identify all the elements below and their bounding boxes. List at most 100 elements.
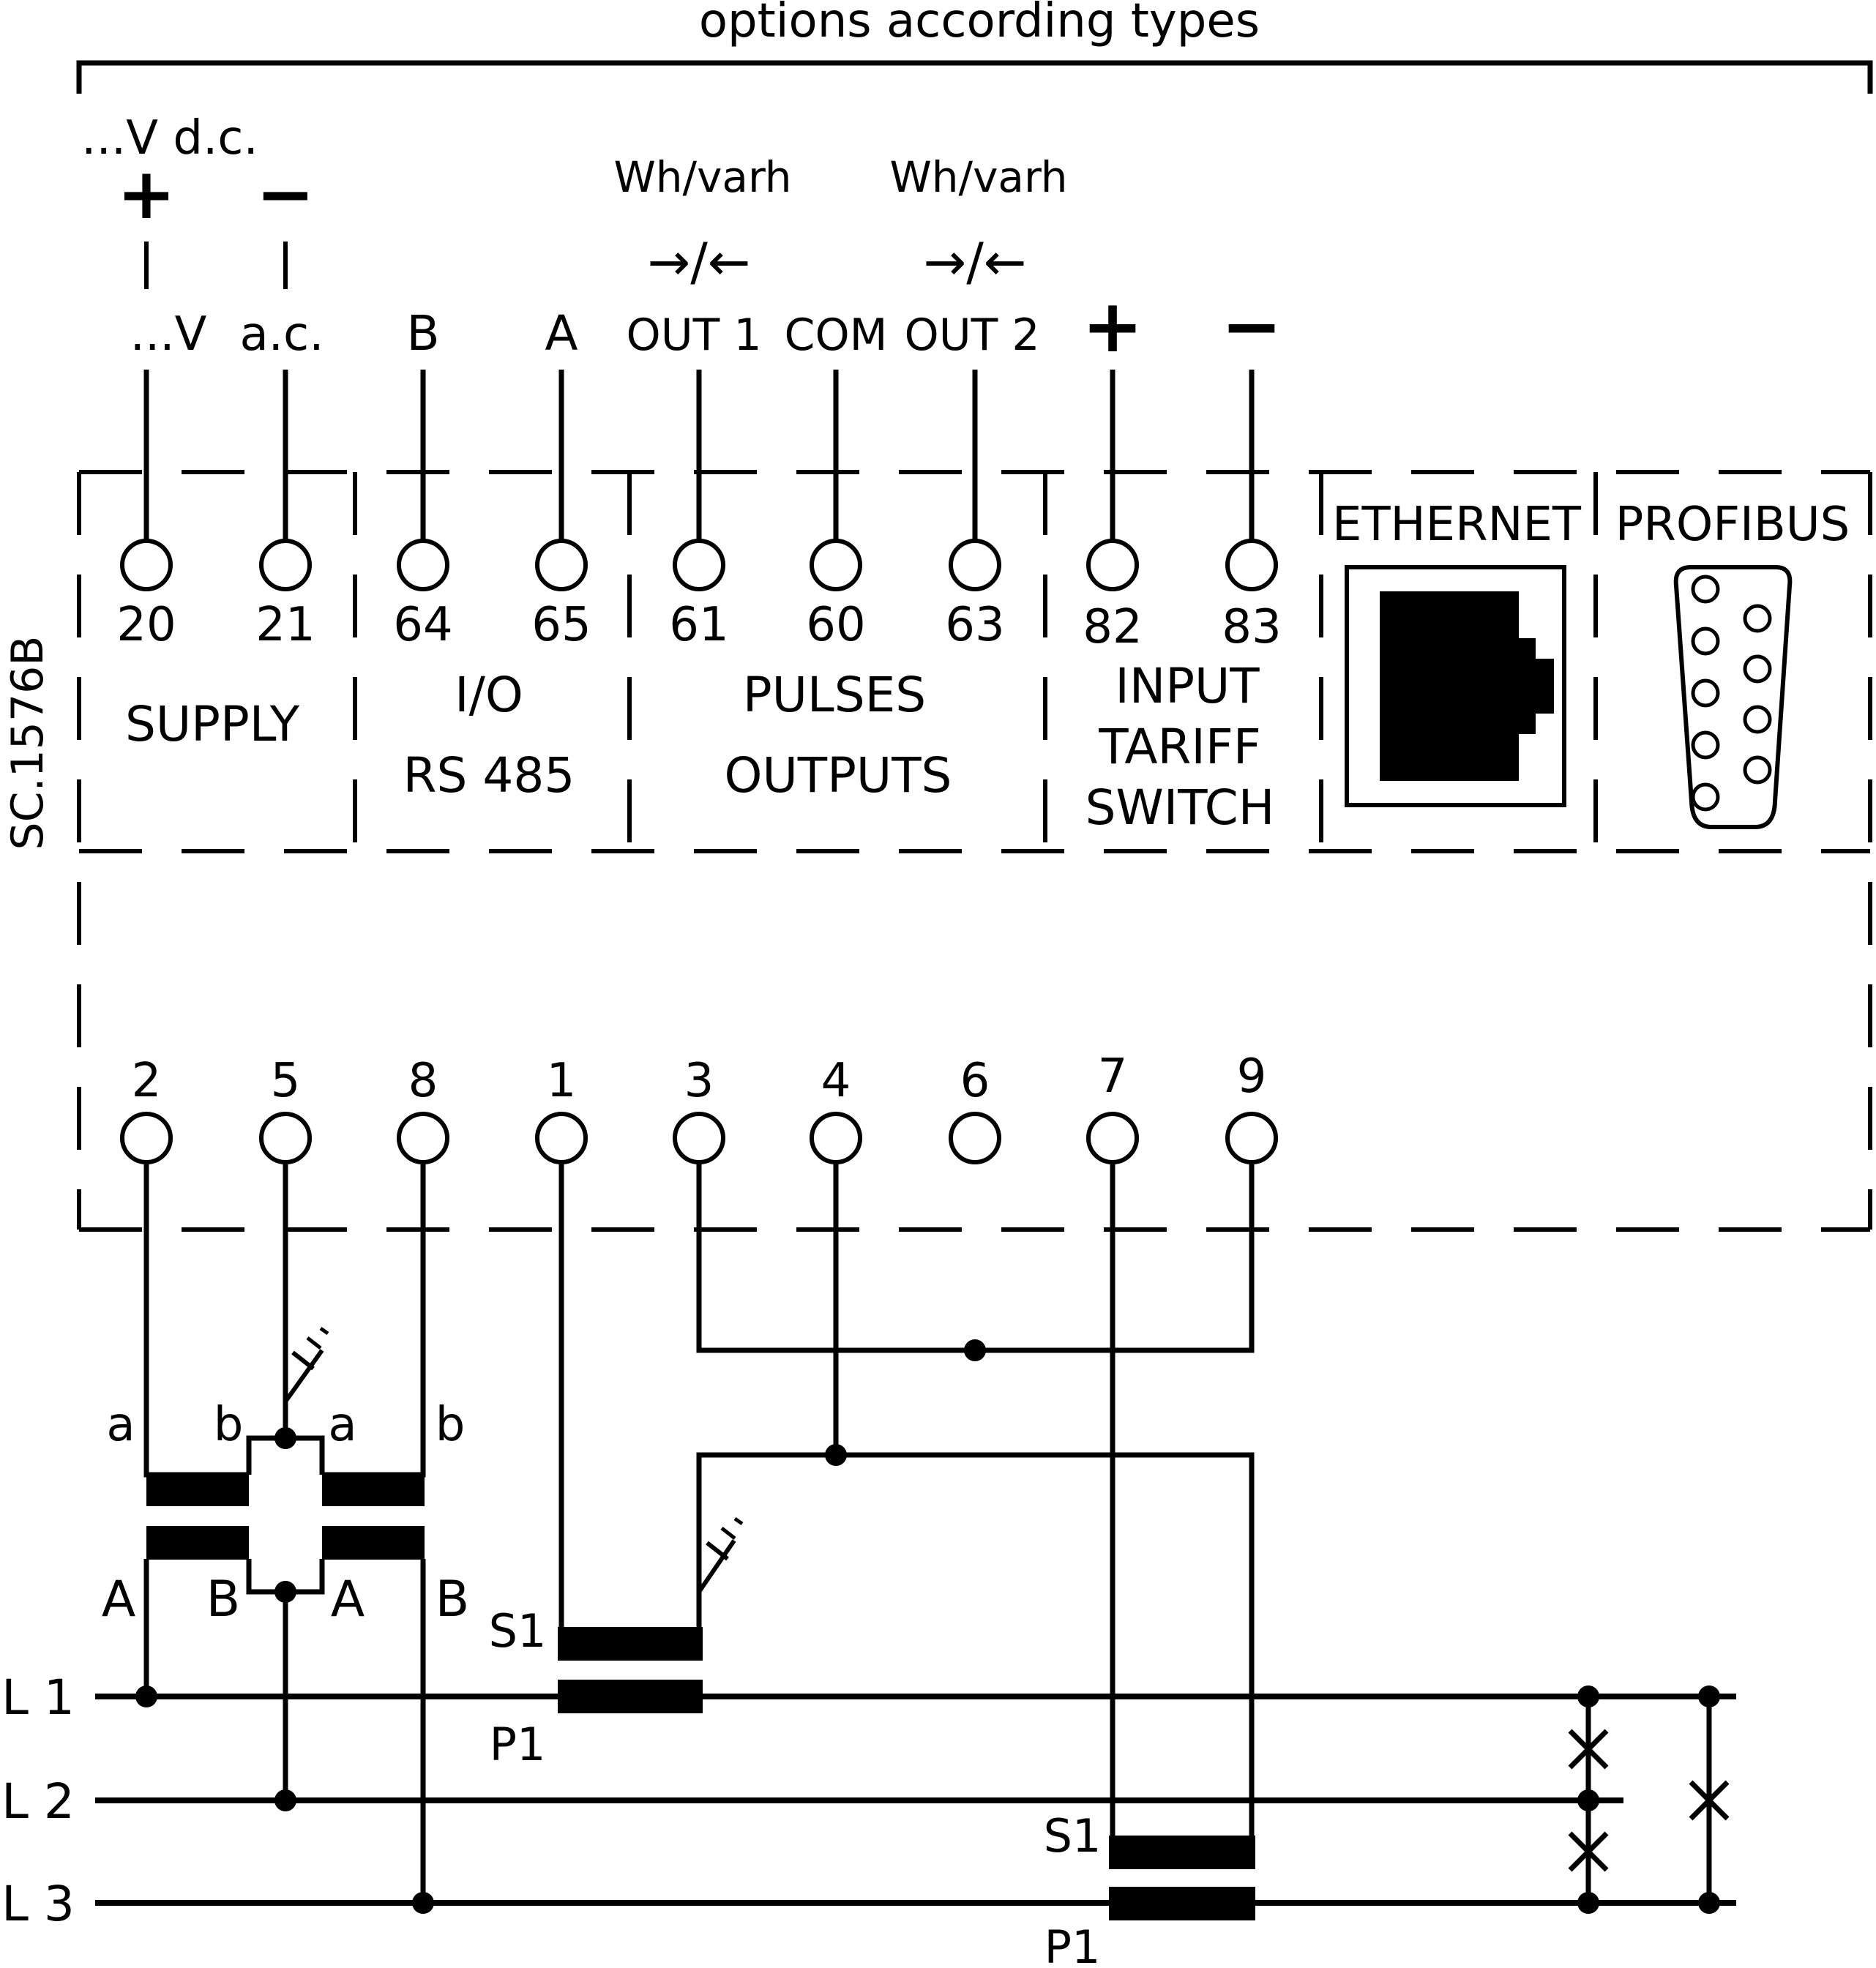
terminal-number: 2 bbox=[132, 1054, 162, 1108]
vt2-primary-b-label: B bbox=[436, 1571, 470, 1628]
bottom-terminals bbox=[120, 1112, 1278, 1164]
ct1-s1-label: S1 bbox=[489, 1604, 547, 1658]
terminal-block-outline bbox=[77, 470, 1872, 1232]
vt1-secondary-a-label: a bbox=[106, 1398, 135, 1452]
device-type-label: SC.1576B bbox=[2, 636, 53, 850]
terminal-1 bbox=[535, 1112, 588, 1164]
supply-group-label: SUPPLY bbox=[125, 696, 300, 752]
ct1-primary-winding bbox=[558, 1680, 703, 1713]
terminal-number: 6 bbox=[960, 1054, 990, 1108]
signal-a-label: A bbox=[545, 305, 578, 362]
signal-out2-label: OUT 2 bbox=[904, 310, 1039, 361]
terminal-20 bbox=[120, 539, 173, 591]
ethernet-port-icon bbox=[1345, 565, 1566, 807]
terminal-83 bbox=[1225, 539, 1278, 591]
terminal-number: 61 bbox=[669, 598, 728, 652]
supply-ac-label-left: ...V bbox=[130, 307, 207, 362]
transformer-windings bbox=[146, 1473, 1255, 1920]
supply-dc-minus: − bbox=[256, 153, 315, 235]
top-terminal-numbers: 20 21 64 65 61 60 63 82 83 bbox=[116, 598, 1281, 654]
ct3-secondary-winding bbox=[1109, 1836, 1255, 1869]
top-terminals bbox=[120, 539, 1278, 591]
vt2-secondary-winding bbox=[322, 1473, 425, 1506]
diagram-title: options according types bbox=[699, 0, 1260, 48]
terminal-2 bbox=[120, 1112, 173, 1164]
tariff-group-label: TARIFF bbox=[1098, 719, 1261, 775]
bottom-terminal-numbers: 2 5 8 1 3 4 6 7 9 bbox=[132, 1050, 1267, 1108]
whvarh-label-2: Wh/varh bbox=[889, 152, 1067, 202]
terminal-number: 3 bbox=[684, 1054, 714, 1108]
profibus-label: PROFIBUS bbox=[1615, 498, 1850, 552]
terminal-number: 8 bbox=[408, 1054, 438, 1108]
vt1-secondary-winding bbox=[146, 1473, 249, 1506]
terminal-5 bbox=[259, 1112, 312, 1164]
whvarh-label-1: Wh/varh bbox=[613, 152, 791, 202]
terminal-21 bbox=[259, 539, 312, 591]
terminal-number: 20 bbox=[116, 598, 176, 652]
terminal-number: 21 bbox=[255, 598, 315, 652]
vt2-secondary-a-label: a bbox=[328, 1398, 356, 1452]
supply-dc-label: ...V d.c. bbox=[81, 111, 258, 165]
terminal-7 bbox=[1086, 1112, 1139, 1164]
terminal-number: 63 bbox=[945, 598, 1004, 652]
vt1-primary-b-label: B bbox=[206, 1571, 241, 1628]
profibus-connector-icon bbox=[1673, 565, 1793, 829]
ct3-primary-winding bbox=[1109, 1887, 1255, 1920]
phase-l3-label: L 3 bbox=[1, 1876, 75, 1932]
terminal-60 bbox=[810, 539, 862, 591]
io-group-label: I/O bbox=[455, 667, 523, 723]
signal-out1-label: OUT 1 bbox=[626, 310, 761, 361]
phase-l2-label: L 2 bbox=[1, 1773, 75, 1830]
outputs-group-label: OUTPUTS bbox=[725, 747, 952, 804]
terminal-3 bbox=[673, 1112, 725, 1164]
pulses-group-label: PULSES bbox=[743, 667, 926, 723]
switch-group-label: SWITCH bbox=[1085, 779, 1275, 836]
tariff-plus-label: + bbox=[1082, 283, 1143, 369]
vt1-primary-winding bbox=[146, 1526, 249, 1560]
terminal-number: 4 bbox=[821, 1054, 851, 1108]
terminal-number: 83 bbox=[1222, 600, 1281, 654]
vt2-primary-a-label: A bbox=[331, 1571, 365, 1628]
signal-b-label: B bbox=[406, 305, 439, 362]
terminal-number: 65 bbox=[531, 598, 591, 652]
vt2-primary-winding bbox=[322, 1526, 425, 1560]
junction-dots bbox=[135, 1339, 1720, 1914]
signal-com-label: COM bbox=[785, 310, 888, 361]
terminal-61 bbox=[673, 539, 725, 591]
phase-l1-label: L 1 bbox=[1, 1669, 75, 1726]
terminal-number: 64 bbox=[393, 598, 452, 652]
terminal-65 bbox=[535, 539, 588, 591]
input-group-label: INPUT bbox=[1115, 658, 1260, 714]
terminal-number: 1 bbox=[547, 1054, 577, 1108]
energy-direction-arrows-2: →/← bbox=[924, 232, 1027, 292]
ct3-p1-label: P1 bbox=[1044, 1920, 1101, 1968]
vt1-primary-a-label: A bbox=[102, 1571, 136, 1628]
supply-dc-plus: + bbox=[117, 153, 176, 235]
terminal-number: 82 bbox=[1083, 600, 1142, 654]
terminal-number: 60 bbox=[806, 598, 865, 652]
terminal-6 bbox=[949, 1112, 1001, 1164]
terminal-number: 9 bbox=[1237, 1050, 1267, 1104]
terminal-8 bbox=[397, 1112, 449, 1164]
terminal-9 bbox=[1225, 1112, 1278, 1164]
options-bracket bbox=[76, 60, 1873, 94]
ethernet-label: ETHERNET bbox=[1332, 498, 1582, 552]
tariff-minus-label: − bbox=[1221, 283, 1282, 369]
supply-ac-label-right: a.c. bbox=[239, 307, 324, 362]
vt1-secondary-b-label: b bbox=[214, 1398, 244, 1452]
energy-direction-arrows-1: →/← bbox=[648, 232, 751, 292]
vt2-secondary-b-label: b bbox=[436, 1398, 466, 1452]
rs485-group-label: RS 485 bbox=[403, 747, 575, 804]
ct1-secondary-winding bbox=[558, 1627, 703, 1661]
terminal-63 bbox=[949, 539, 1001, 591]
measurement-wiring bbox=[95, 1138, 1736, 1906]
top-terminal-wires bbox=[143, 370, 1255, 542]
terminal-82 bbox=[1086, 539, 1139, 591]
terminal-64 bbox=[397, 539, 449, 591]
terminal-4 bbox=[810, 1112, 862, 1164]
terminal-number: 7 bbox=[1098, 1050, 1128, 1104]
ct3-s1-label: S1 bbox=[1044, 1809, 1102, 1863]
ct1-p1-label: P1 bbox=[490, 1718, 546, 1771]
terminal-number: 5 bbox=[271, 1054, 301, 1108]
